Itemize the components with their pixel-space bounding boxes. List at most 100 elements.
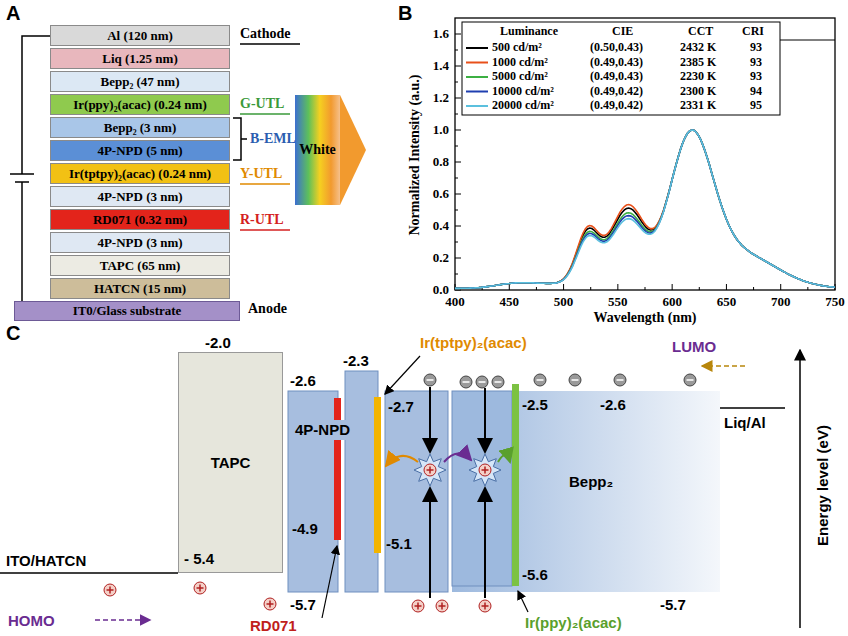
x-tick [780,284,781,290]
x-tick [645,287,646,290]
x-tick [699,287,700,290]
electron-sign [495,381,502,383]
hole-symbol [436,600,448,612]
text-label: 2331 K [680,98,716,113]
y-tick [455,274,458,275]
tick-label: 0.6 [433,186,449,202]
text-label: Ir(tptpy)₂(acac) [420,334,527,351]
hole-sign [107,587,114,594]
text-label: 2432 K [680,40,716,55]
legend-text: 20000 cd/m² [492,98,554,113]
node-text: HATCN (15 nm) [94,281,186,297]
text-label: 94 [750,84,762,99]
text-label: -2.5 [522,396,548,413]
hole-symbol [412,600,424,612]
hole-symbol [479,464,491,476]
text-label: (0.49,0.43) [590,55,643,70]
node-text: Bepp₂ [569,473,613,491]
node-text: Bepp₂ (47 nm) [100,74,179,90]
tapc-level-box: TAPC [178,352,283,573]
spectrum-curve [455,130,835,288]
text-label: Cathode [240,26,291,42]
text-label: Wavelength (nm) [593,310,696,326]
tick-label: 600 [662,294,682,310]
x-tick [509,284,510,290]
tick-label: 750 [825,294,845,310]
text-label: Ir(ppy)₂(acac) [525,614,622,631]
legend-line-sample [466,105,488,107]
layer-box: 4P-NPD (3 nm) [50,232,230,253]
text-label: R-UTL [240,212,284,228]
layer-box: HATCN (15 nm) [50,278,230,299]
tick-label: 400 [445,294,465,310]
text-label: B-EML [250,131,296,147]
legend-line-sample [466,91,488,93]
y-tick [455,34,461,35]
legend-text: 5000 cd/m² [492,69,548,84]
axis-ticks [455,34,835,290]
text-label: HOMO [8,612,55,629]
node-text: White [299,142,336,159]
electron-symbol [492,376,504,388]
electron-symbol [569,374,581,386]
text-label: 95 [750,98,762,113]
tick-label: 500 [554,294,574,310]
node-text: Ir(tptpy)₂(acac) (0.24 nm) [69,166,211,182]
layer-box: TAPC (65 nm) [50,255,230,276]
tick-label: 0.4 [433,218,449,234]
x-tick [617,284,618,290]
npd-level-box: 4P-NPD [292,420,353,440]
text-label: Liq/Al [724,414,766,431]
hole-sign [197,585,204,592]
hole-sign [415,603,422,610]
electron-symbol [534,374,546,386]
legend-leader [780,40,835,41]
node-text: TAPC (65 nm) [100,258,181,274]
text-label: (0.50,0.43) [590,40,643,55]
layer-box: RD071 (0.32 nm) [50,209,230,230]
hole-sign [482,603,489,610]
hole-symbol [194,582,206,594]
node-text: Al (120 nm) [107,28,173,44]
y-tick [455,258,461,259]
spectra [455,48,835,288]
x-tick [536,287,537,290]
node-text: Ir(ppy)₂(acac) (0.24 nm) [73,97,207,113]
hole-sign [439,603,446,610]
legend-line-sample [466,47,488,49]
text-label: 93 [750,69,762,84]
text-label: -5.7 [660,596,686,613]
layer-box: 4P-NPD (5 nm) [50,140,230,161]
hole-symbol [479,600,491,612]
spectrum-curve [455,130,835,288]
y-tick [455,114,458,115]
node-text: 4P-NPD (3 nm) [97,189,182,205]
y-tick [455,290,461,291]
electron-symbol [460,376,472,388]
text-label: Luminance [500,24,558,39]
y-tick [455,194,461,195]
tick-label: 1.0 [433,122,449,138]
layer-box: 4P-NPD (3 nm) [50,186,230,207]
panel-letter: B [398,2,412,25]
white-emission-box: White [295,95,340,205]
node-text: 4P-NPD (3 nm) [97,235,182,251]
legend-text: 10000 cd/m² [492,84,554,99]
text-label: ITO/HATCN [6,552,86,569]
bepp-level-box: Bepp₂ [566,472,616,492]
text-label: Normalized Intensity (a.u.) [406,75,422,236]
text-label: -2.7 [388,398,414,415]
legend-box [462,22,780,115]
legend-text: 1000 cd/m² [492,55,548,70]
tick-label: 1.2 [433,90,449,106]
y-tick [455,98,461,99]
hole-symbol [104,584,116,596]
circuit-wire [10,36,50,301]
spectrum-curve [455,130,835,288]
x-tick [563,284,564,290]
node-text: RD071 (0.32 nm) [93,212,187,228]
text-label: 2385 K [680,55,716,70]
layer-box: Liq (1.25 nm) [50,48,230,69]
electron-sign [463,381,470,383]
